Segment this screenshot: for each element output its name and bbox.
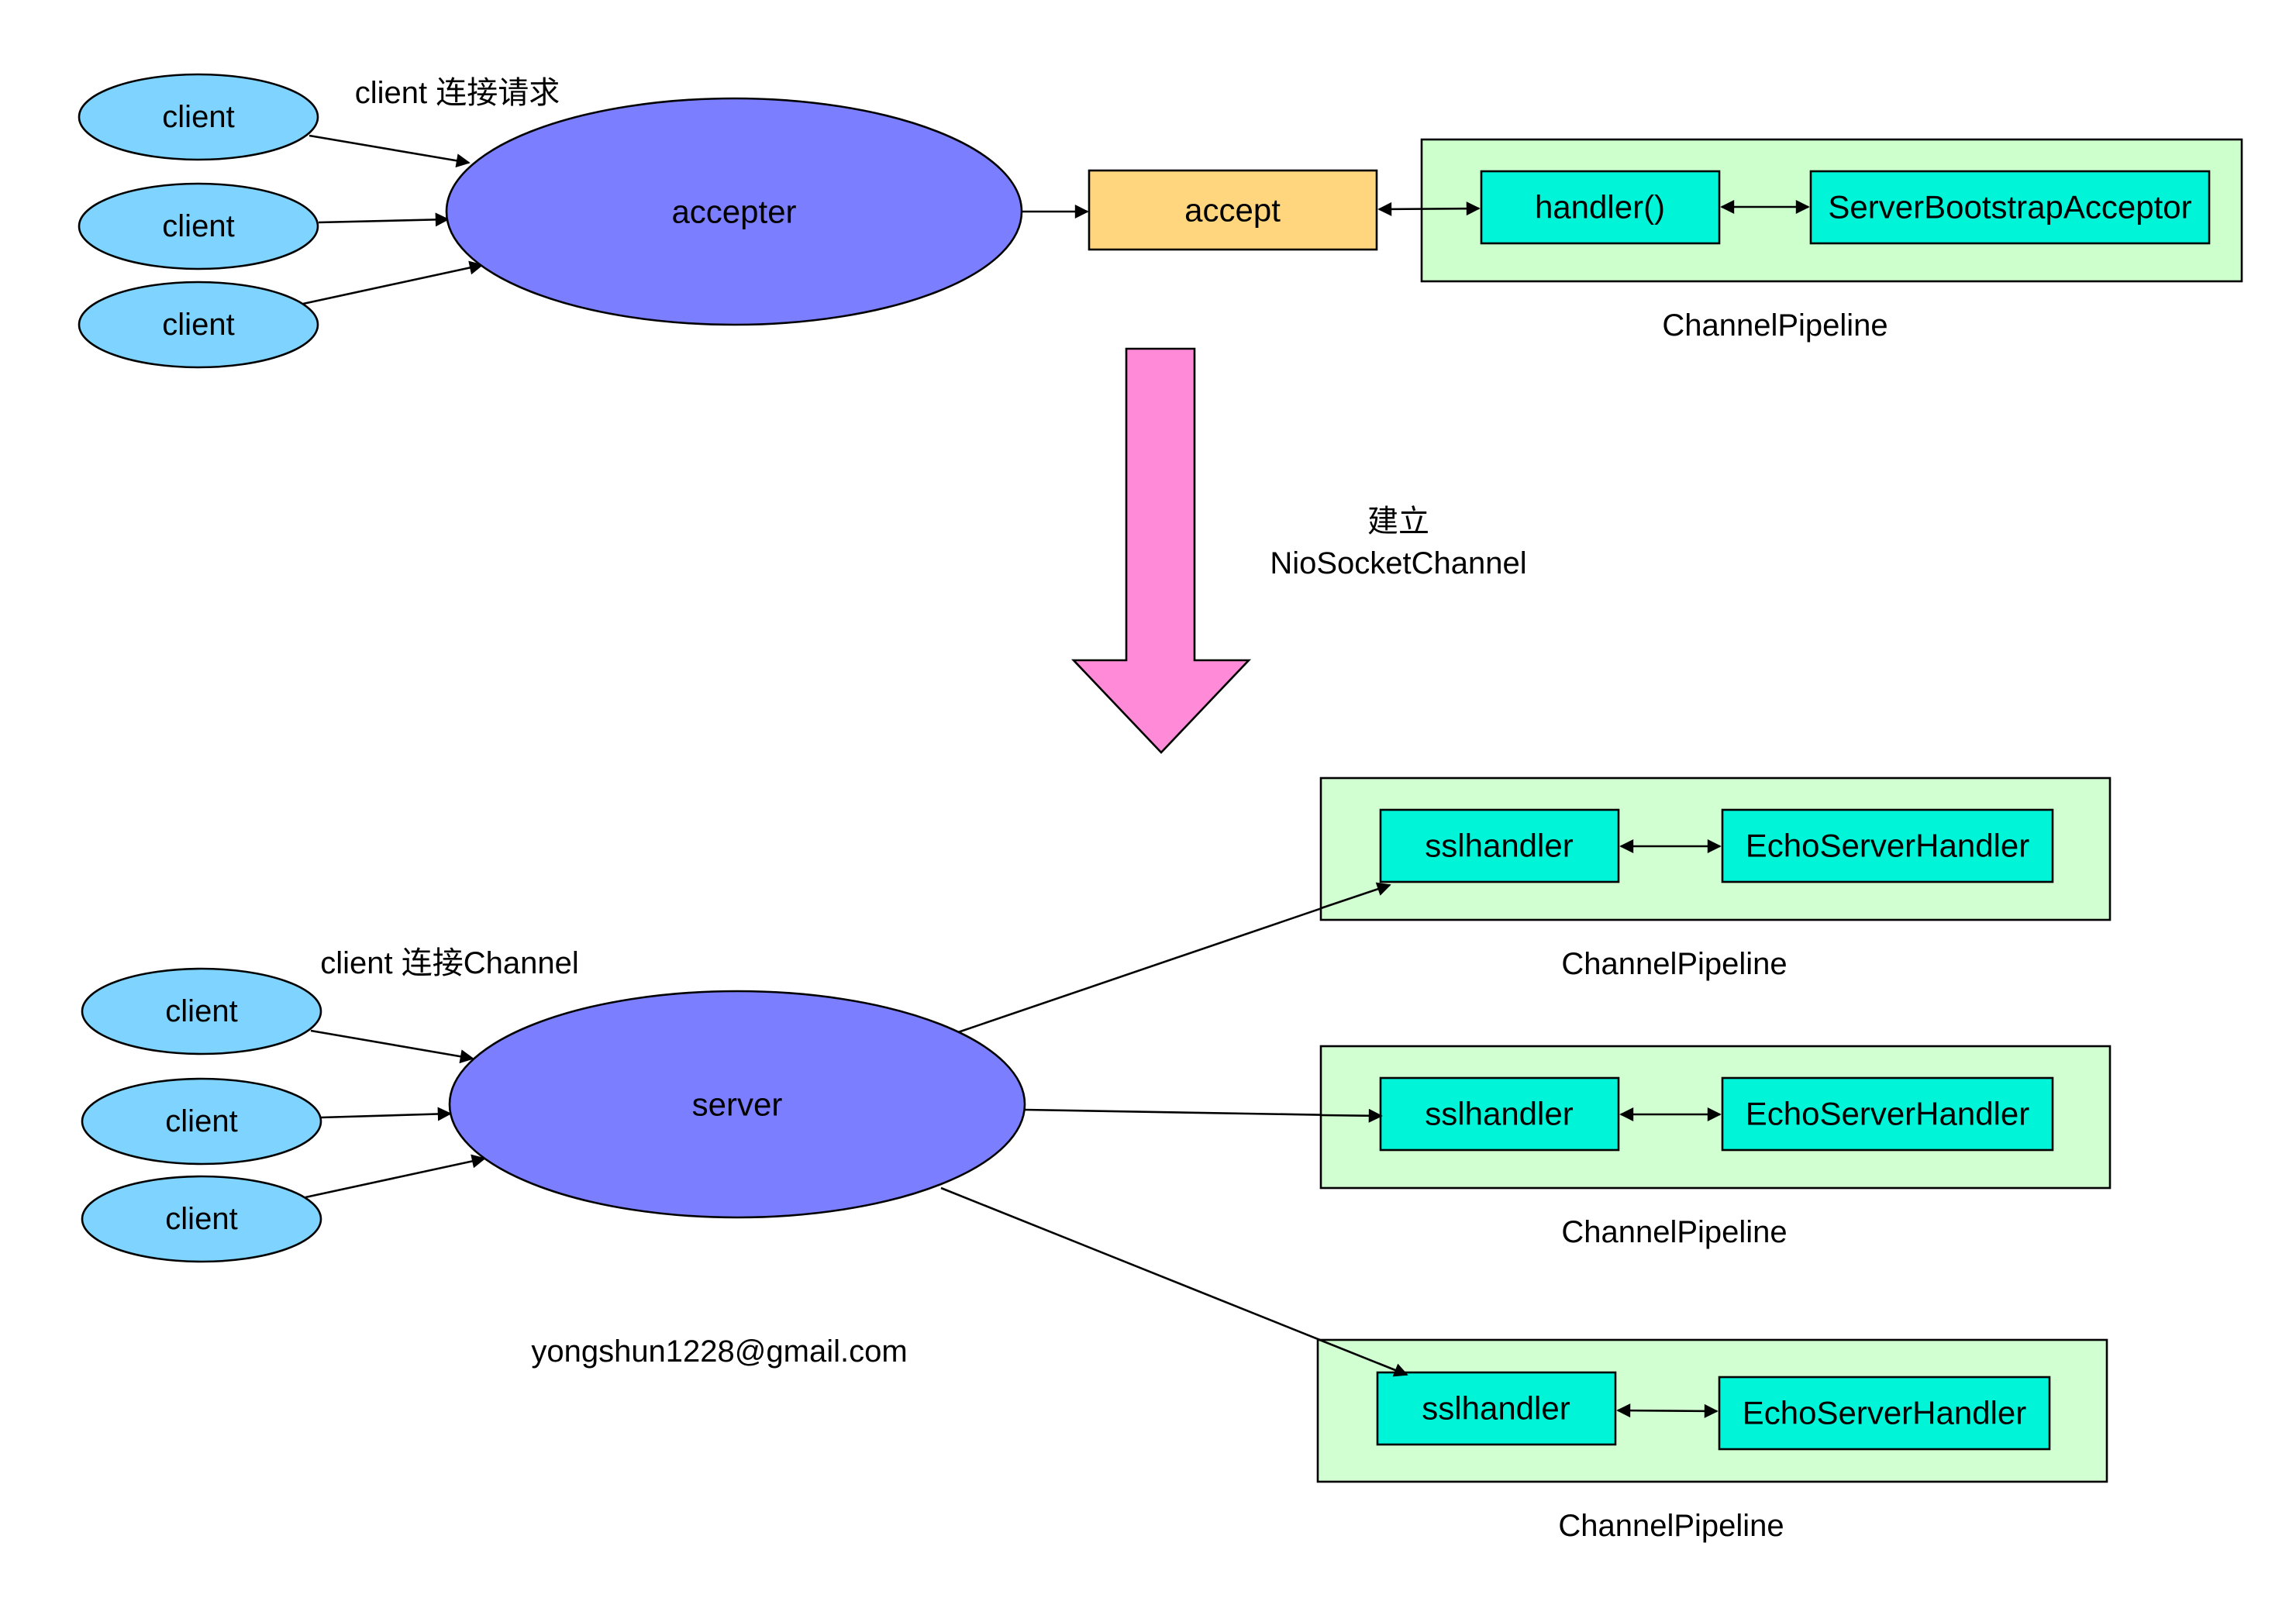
transition-label-line2: NioSocketChannel — [1270, 546, 1526, 580]
accept-box — [1088, 169, 1378, 251]
server-node: server — [448, 990, 1026, 1219]
bottom-client-1-ellipse — [81, 967, 322, 1055]
bottom-client-2: client — [81, 1077, 322, 1166]
bottom-pipeline-1-label: ChannelPipeline — [1561, 947, 1787, 981]
bottom-client-3-label: client — [165, 1202, 237, 1236]
accepter-node: accepter — [445, 97, 1023, 326]
transition-label-line1: 建立 — [1367, 504, 1429, 539]
bottom-client-2-label: client — [165, 1104, 237, 1138]
server-label: server — [692, 1086, 783, 1123]
top-client-2: client — [78, 182, 319, 270]
server-to-pipeline-1-edge — [957, 882, 1391, 1034]
top-client-1-edge — [309, 134, 471, 168]
accept-label: accept — [1184, 192, 1281, 229]
top-client-3: client — [78, 281, 319, 369]
accepter-label: accepter — [671, 194, 796, 230]
handler-label: handler() — [1535, 189, 1665, 226]
bottom-pipeline-2: sslhandler EchoServerHandler ChannelPipe… — [1319, 1045, 2112, 1249]
bottom-pipeline-1-echo-label: EchoServerHandler — [1746, 828, 2030, 864]
transition-arrow — [1070, 347, 1252, 754]
bottom-client-2-edge — [320, 1107, 452, 1121]
top-client-3-label: client — [162, 308, 234, 342]
bottom-pipeline-2-label: ChannelPipeline — [1561, 1215, 1787, 1249]
bottom-client-3-ellipse — [81, 1175, 322, 1263]
bottom-pipeline-2-ssl-box — [1379, 1076, 1620, 1152]
bottom-pipeline-3-ssl-label: sslhandler — [1422, 1390, 1570, 1427]
top-pipeline: handler() ServerBootstrapAcceptor Channe… — [1420, 138, 2243, 343]
channel-label: client 连接Channel — [320, 946, 579, 980]
bottom-client-1-edge — [310, 1029, 474, 1064]
bottom-client-1: client — [81, 967, 322, 1055]
email-label: yongshun1228@gmail.com — [531, 1334, 907, 1369]
server-to-pipeline-1-tip — [1320, 882, 1391, 910]
bottom-pipeline-3-link-edge — [1616, 1403, 1719, 1418]
bottom-pipeline-1-echo-box — [1721, 808, 2054, 883]
bottom-pipeline-1-ssl-box — [1379, 808, 1620, 883]
bottom-client-2-ellipse — [81, 1077, 322, 1166]
bottom-pipeline-2-echo-label: EchoServerHandler — [1746, 1096, 2030, 1132]
top-client-2-label: client — [162, 209, 234, 243]
top-section: client client client client 连接请求 accepte… — [78, 73, 2243, 369]
accept-node: accept — [1088, 169, 1378, 251]
top-pipeline-label: ChannelPipeline — [1662, 308, 1887, 343]
bottom-client-3-edge — [305, 1154, 486, 1199]
bottom-client-1-label: client — [165, 994, 237, 1028]
acceptor-box — [1809, 170, 2211, 245]
bottom-pipeline-3-echo-box — [1718, 1376, 2051, 1451]
top-client-1: client — [78, 73, 319, 161]
bottom-pipeline-1-ssl-label: sslhandler — [1425, 828, 1573, 864]
bottom-pipeline-3-ssl-box — [1376, 1371, 1617, 1446]
top-client-2-ellipse — [78, 182, 319, 270]
bottom-pipeline-3: sslhandler EchoServerHandler ChannelPipe… — [1316, 1338, 2108, 1543]
top-client-2-edge — [318, 212, 450, 227]
top-client-1-label: client — [162, 100, 234, 134]
transition: 建立 NioSocketChannel — [1070, 347, 1527, 754]
bottom-pipeline-3-echo-label: EchoServerHandler — [1743, 1395, 2027, 1431]
handler-box — [1480, 170, 1721, 245]
bottom-pipeline-1: sslhandler EchoServerHandler ChannelPipe… — [1319, 777, 2112, 981]
server-ellipse — [448, 990, 1026, 1219]
top-client-1-ellipse — [78, 73, 319, 161]
server-to-pipeline-3-tip — [1317, 1338, 1408, 1377]
accept-handler-edge — [1377, 201, 1481, 216]
bottom-pipeline-3-label: ChannelPipeline — [1558, 1509, 1784, 1543]
bottom-pipeline-2-echo-box — [1721, 1076, 2054, 1152]
top-client-3-edge — [302, 260, 484, 305]
top-client-3-ellipse — [78, 281, 319, 369]
bottom-pipeline-2-ssl-label: sslhandler — [1425, 1096, 1573, 1132]
request-label: client 连接请求 — [355, 76, 560, 110]
bottom-section: client client client client 连接Channel se… — [81, 777, 2112, 1543]
bottom-client-3: client — [81, 1175, 322, 1263]
server-to-pipeline-2-tip — [1320, 1108, 1383, 1123]
acceptor-label: ServerBootstrapAcceptor — [1828, 189, 2191, 226]
